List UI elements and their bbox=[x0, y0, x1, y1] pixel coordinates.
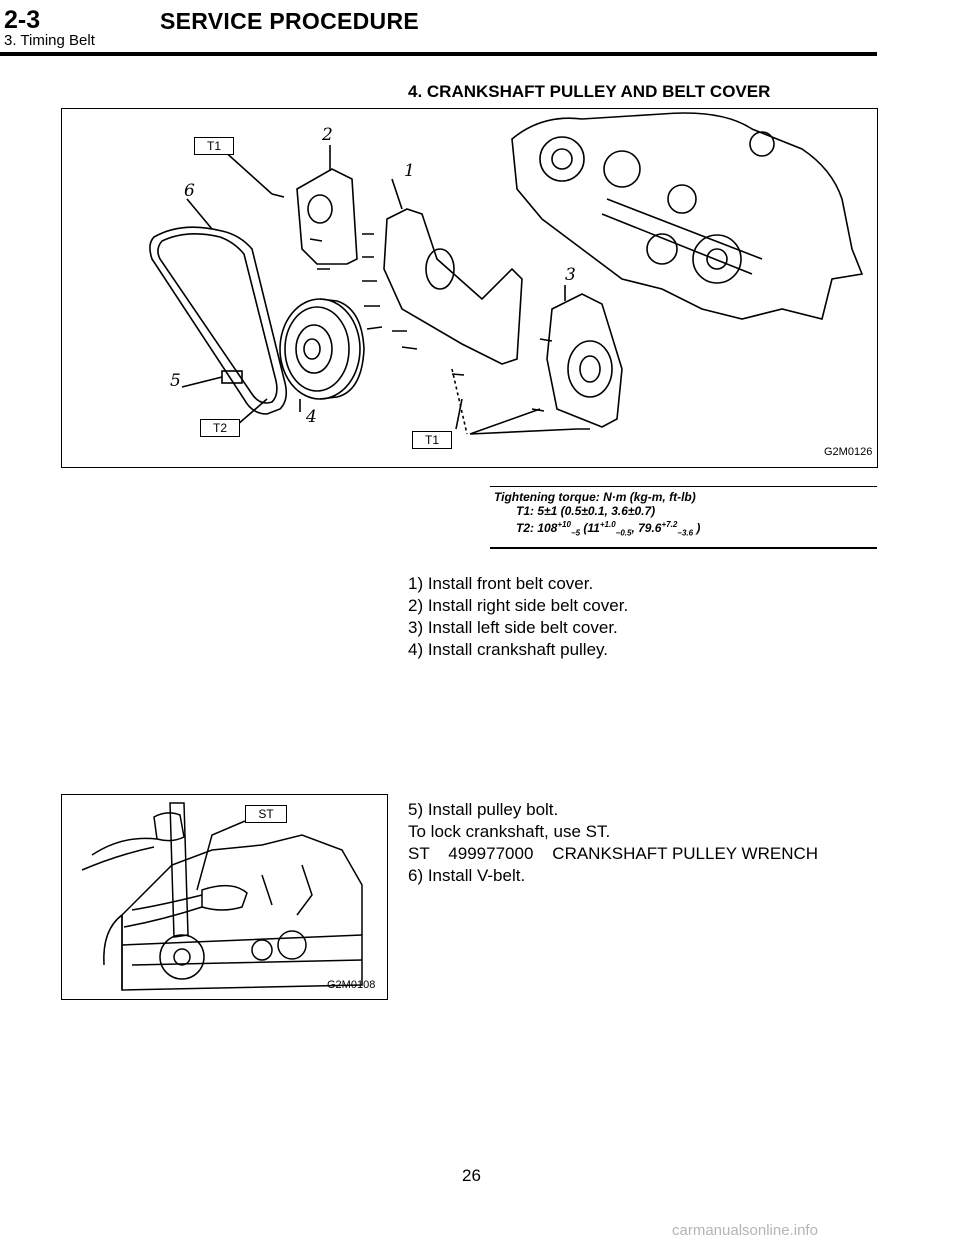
callout-st: ST bbox=[245, 805, 287, 823]
page-subtitle: 3. Timing Belt bbox=[4, 32, 95, 49]
step-6: 6) Install V-belt. bbox=[408, 866, 526, 885]
step-4: 4) Install crankshaft pulley. bbox=[408, 640, 608, 659]
section-title: 4. CRANKSHAFT PULLEY AND BELT COVER bbox=[408, 82, 771, 101]
header-rule bbox=[0, 52, 877, 56]
callout-t1-top: T1 bbox=[194, 137, 234, 155]
figure-code: G2M0126 bbox=[824, 446, 873, 458]
part-number-1: 1 bbox=[404, 161, 415, 181]
steps-list-1: 1) Install front belt cover. 2) Install … bbox=[408, 573, 628, 661]
step-1: 1) Install front belt cover. bbox=[408, 574, 594, 593]
exploded-diagram-drawing bbox=[149, 112, 864, 435]
step-2: 2) Install right side belt cover. bbox=[408, 596, 629, 615]
steps-list-2: 5) Install pulley bolt. To lock cranksha… bbox=[408, 799, 818, 887]
step-5: 5) Install pulley bolt. bbox=[408, 800, 559, 819]
watermark: carmanualsonline.info bbox=[672, 1222, 818, 1239]
torque-t2: T2: 108+10−5 (11+1.0−0.5, 79.6+7.2−3.6 ) bbox=[516, 520, 701, 538]
pulley-wrench-figure: ST G2M0108 bbox=[61, 794, 388, 1000]
callout-t1-bottom: T1 bbox=[412, 431, 452, 449]
special-tool-line: ST 499977000 CRANKSHAFT PULLEY WRENCH bbox=[408, 844, 819, 863]
figure-code-2: G2M0108 bbox=[327, 979, 376, 991]
page-title: SERVICE PROCEDURE bbox=[160, 8, 420, 34]
exploded-diagram-figure: T1 T2 T1 2 1 6 3 5 4 G2M0126 bbox=[61, 108, 878, 468]
callout-t2: T2 bbox=[200, 419, 240, 437]
step-3: 3) Install left side belt cover. bbox=[408, 618, 618, 637]
torque-t1: T1: 5±1 (0.5±0.1, 3.6±0.7) bbox=[516, 504, 656, 518]
part-number-3: 3 bbox=[565, 265, 576, 285]
step-5-note: To lock crankshaft, use ST. bbox=[408, 822, 611, 841]
part-number-5: 5 bbox=[170, 371, 181, 391]
part-number-6: 6 bbox=[184, 181, 195, 201]
pulley-wrench-drawing bbox=[81, 802, 363, 991]
part-number-4: 4 bbox=[306, 407, 317, 427]
section-code: 2-3 bbox=[4, 6, 41, 34]
page-number: 26 bbox=[462, 1166, 481, 1185]
torque-spec: Tightening torque: N·m (kg-m, ft-lb) T1:… bbox=[490, 486, 877, 549]
torque-heading: Tightening torque: N·m (kg-m, ft-lb) bbox=[494, 490, 696, 504]
part-number-2: 2 bbox=[322, 125, 333, 145]
